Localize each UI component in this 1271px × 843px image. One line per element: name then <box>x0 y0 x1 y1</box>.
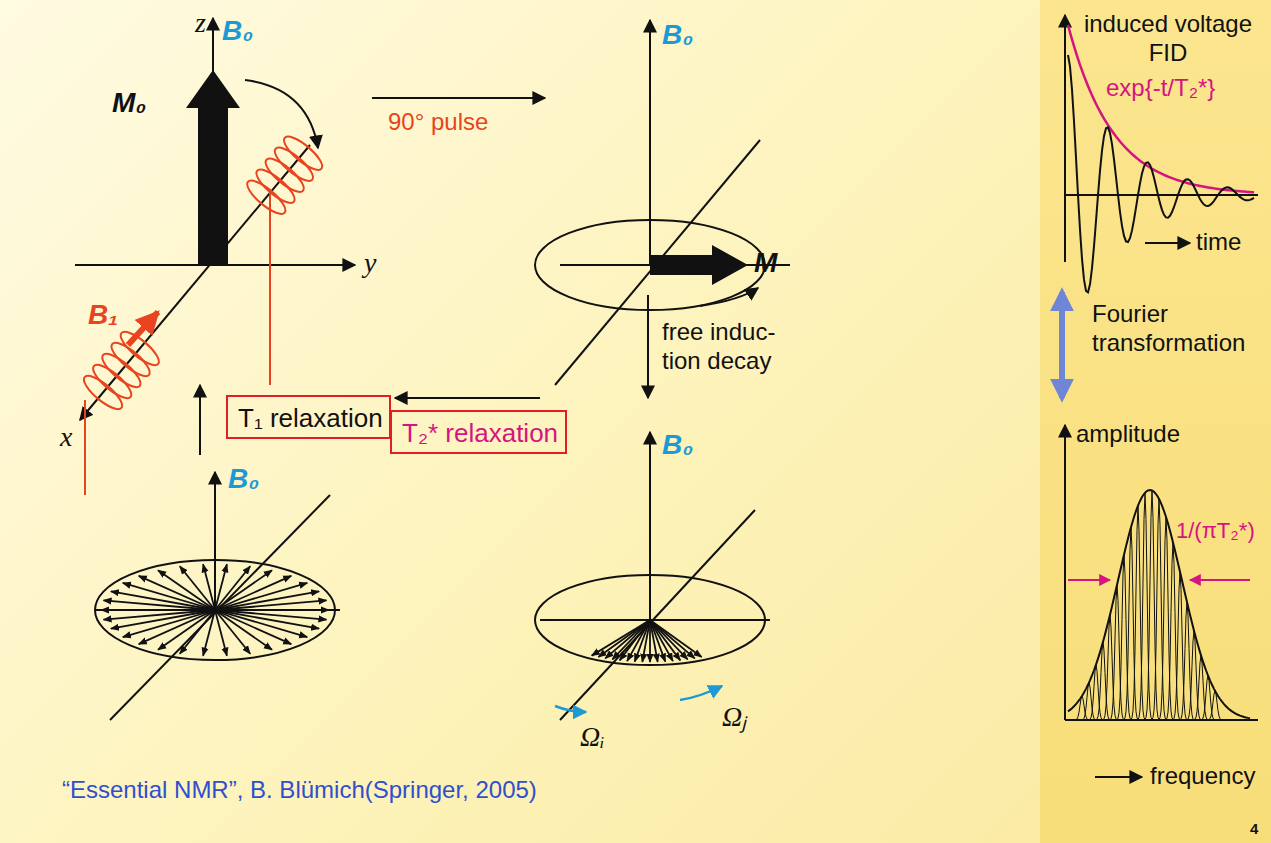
field-label: B₀ <box>662 18 693 52</box>
page-number: 4 <box>1250 820 1258 838</box>
field-label: B₀ <box>222 14 253 48</box>
spin-vector <box>215 610 291 644</box>
spin-vector <box>215 600 327 610</box>
spin-vector <box>111 610 215 629</box>
axis-title: amplitude <box>1076 420 1180 449</box>
axis-title: induced voltage FID <box>1072 10 1264 68</box>
spin-vector <box>650 620 673 661</box>
process-box: T₂* relaxation <box>390 410 567 454</box>
spin-vector <box>203 564 215 610</box>
spin-vector <box>139 576 215 610</box>
box-text: T₁ relaxation <box>238 403 379 434</box>
axis-label: x <box>60 420 72 454</box>
field-label: B₀ <box>228 462 259 496</box>
step-label: 90° pulse <box>388 108 488 137</box>
rf-coil <box>243 176 290 219</box>
magnetization-label: M₀ <box>112 86 146 120</box>
formula-label: exp{-t/T₂*} <box>1106 74 1215 103</box>
spectral-line <box>1168 572 1192 720</box>
frequency-label: Ωⱼ <box>722 700 747 734</box>
axis-label: frequency <box>1150 762 1255 791</box>
magnetization-label: M <box>754 246 777 280</box>
spectral-line <box>1147 499 1171 720</box>
step-label: Fourier transformation <box>1092 300 1262 358</box>
rf-coil <box>79 371 126 414</box>
spin-vector <box>650 620 658 662</box>
fid-signal <box>1068 55 1254 292</box>
spin-vector <box>650 620 665 662</box>
spin-vector <box>215 610 227 656</box>
field-label: B₀ <box>662 428 693 462</box>
axis-label: y <box>364 246 376 280</box>
citation: “Essential NMR”, B. Blümich(Springer, 20… <box>62 776 537 805</box>
frequency-label: Ωᵢ <box>580 720 605 754</box>
box-text: T₂* relaxation <box>402 418 555 449</box>
spectral-line <box>1077 683 1101 720</box>
axis-label: time <box>1196 228 1241 257</box>
axis-label: z <box>195 6 206 40</box>
spectral-line <box>1203 691 1227 720</box>
spin-vector <box>592 620 650 656</box>
width-label: 1/(πT₂*) <box>1176 518 1255 544</box>
spectral-line <box>1084 665 1108 720</box>
process-box: T₁ relaxation <box>226 395 391 439</box>
spectral-line <box>1091 642 1115 720</box>
spin-vector <box>123 583 215 610</box>
spin-vector <box>103 610 215 620</box>
spin-vector <box>215 591 319 610</box>
spectral-line <box>1161 542 1185 720</box>
field-label: B₁ <box>88 298 118 332</box>
spin-vector <box>215 610 307 637</box>
step-label: free induc- tion decay <box>662 318 800 376</box>
